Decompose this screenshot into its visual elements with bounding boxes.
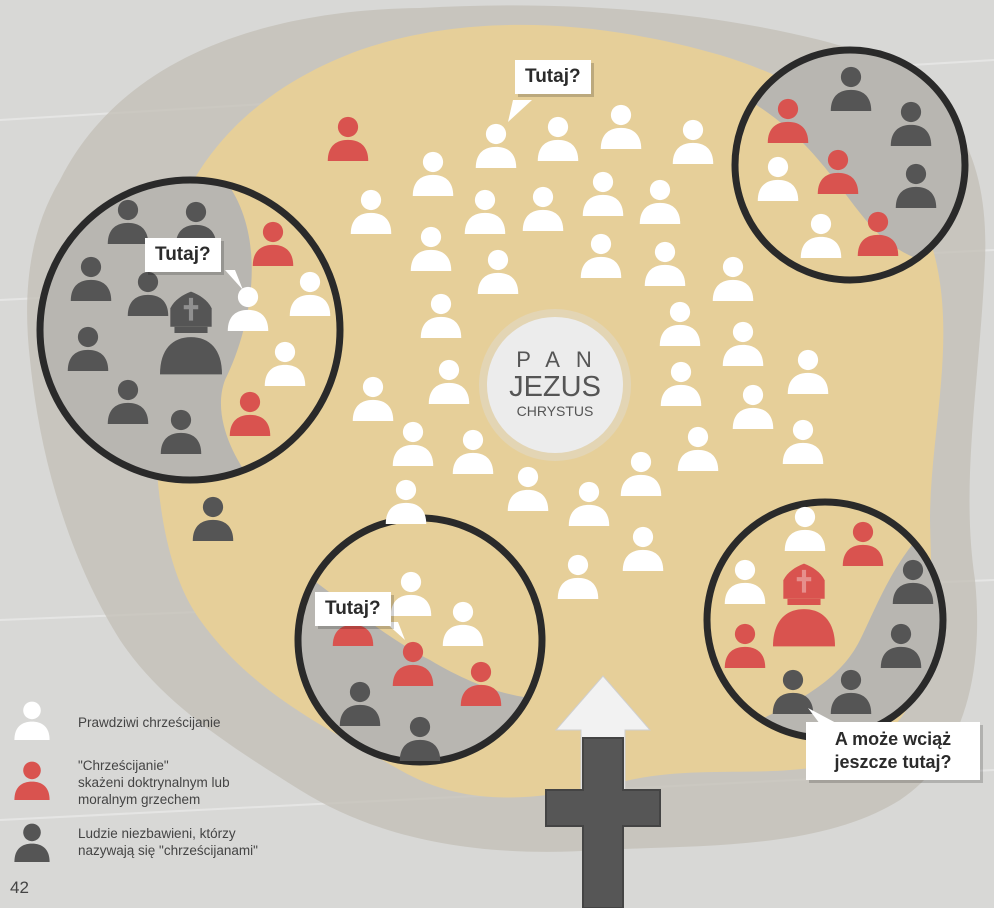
center-label-line1: PAN <box>516 347 608 372</box>
legend-white-text: Prawdziwi chrześcijanie <box>78 714 221 731</box>
legend-white-label: Prawdziwi chrześcijanie <box>78 715 221 730</box>
speech-bubble-left: Tutaj? <box>145 238 221 272</box>
legend-grey-line1: Ludzie niezbawieni, którzy <box>78 826 236 841</box>
legend-red-line2: skażeni doktrynalnym lub <box>78 775 230 790</box>
legend-grey-text: Ludzie niezbawieni, którzy nazywają się … <box>78 825 258 859</box>
speech-bubble-bottom-right: A może wciąż jeszcze tutaj? <box>806 722 980 780</box>
legend-red-line1: "Chrześcijanie" <box>78 758 169 773</box>
center-circle <box>487 317 623 453</box>
cross-icon <box>545 737 661 908</box>
center-label-line2: JEZUS <box>509 371 601 403</box>
bubble-tail-top <box>508 100 532 122</box>
bubble-tail-bottom <box>385 622 405 640</box>
speech-bubble-top: Tutaj? <box>515 60 591 94</box>
center-label-line3: CHRYSTUS <box>516 403 594 419</box>
center-label: PAN JEZUS CHRYSTUS <box>483 312 627 456</box>
bubble-tail-left <box>225 270 243 290</box>
page-number: 42 <box>10 878 29 897</box>
legend-grey-line2: nazywają się "chrześcijanami" <box>78 843 258 858</box>
legend-red-line3: moralnym grzechem <box>78 792 201 807</box>
speech-bubble-bottom: Tutaj? <box>315 592 391 626</box>
legend-red-text: "Chrześcijanie" skażeni doktrynalnym lub… <box>78 757 230 808</box>
bubble-tail-bottom-right <box>808 708 838 724</box>
